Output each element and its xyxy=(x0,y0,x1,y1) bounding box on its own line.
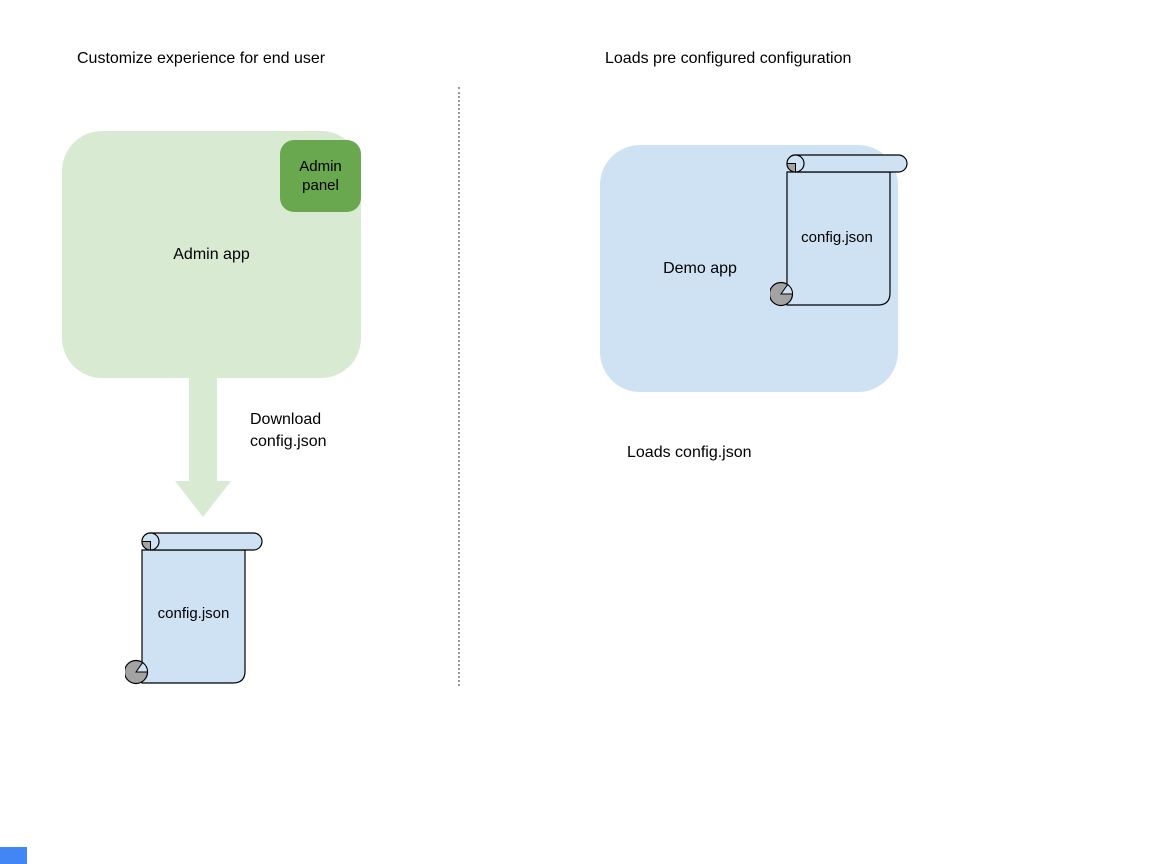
download-arrow-shape xyxy=(175,378,231,517)
demo-app-label: Demo app xyxy=(663,260,737,277)
scroll-bottom-curl-wedge xyxy=(135,661,149,673)
admin-panel-label: Admin panel xyxy=(299,158,342,194)
scroll-top-roll xyxy=(786,154,908,173)
section-divider xyxy=(458,87,460,686)
scroll-body xyxy=(141,549,246,684)
scroll-top-coil-wedge xyxy=(786,163,796,173)
admin-app-label: Admin app xyxy=(173,245,250,263)
right-section-title: Loads pre configured configuration xyxy=(605,50,852,67)
admin-app-box: Admin app Admin panel xyxy=(62,131,361,378)
left-scroll-label: config.json xyxy=(157,605,230,622)
config-scroll-shape-left xyxy=(125,532,263,685)
loads-config-caption: Loads config.json xyxy=(627,444,752,461)
admin-panel-box: Admin panel xyxy=(280,140,361,212)
scroll-body xyxy=(786,171,891,306)
download-arrow-icon xyxy=(175,378,231,517)
scroll-top-roll xyxy=(141,532,263,551)
corner-blue-bar xyxy=(0,847,27,864)
right-scroll-label: config.json xyxy=(801,229,873,246)
download-arrow-label: Download config.json xyxy=(250,411,327,450)
scroll-bottom-curl-wedge xyxy=(780,283,794,295)
config-scroll-shape-right xyxy=(770,154,908,307)
left-section-title: Customize experience for end user xyxy=(77,50,326,67)
scroll-top-coil-wedge xyxy=(141,541,151,551)
